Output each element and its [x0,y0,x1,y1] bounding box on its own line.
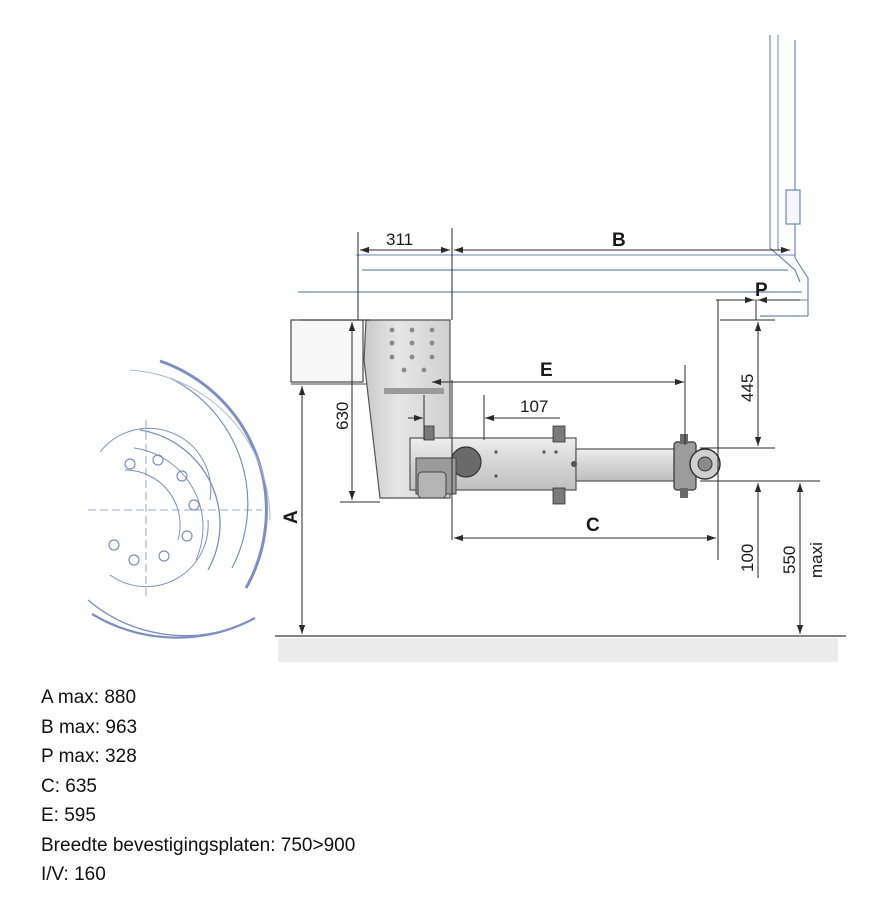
label-E: E [540,360,553,381]
spec-list: A max: 880 B max: 963 P max: 328 C: 635 … [41,683,355,890]
spec-iv: I/V: 160 [41,864,106,885]
spec-e: E: 595 [41,805,96,826]
dimension-labels: 311 B P E 107 630 A C 445 100 550 maxi [281,230,826,578]
label-445: 445 [738,374,757,402]
technical-drawing: 311 B P E 107 630 A C 445 100 550 maxi [87,35,846,662]
dimension-lines [298,228,820,634]
spec-b-max: B max: 963 [41,716,138,738]
bumper-bar [673,434,721,498]
label-B: B [612,230,626,251]
label-311: 311 [386,230,413,249]
label-550: 550 [780,546,799,574]
spec-c: C: 635 [41,775,97,797]
label-maxi: maxi [807,542,826,578]
plate-bolt-holes [389,327,435,373]
spec-plate-width: Breedte bevestigingsplaten: 750>900 [41,834,356,856]
underrun-arm [409,425,681,505]
wheel [87,359,271,639]
spec-a-max: A max: 880 [41,687,137,708]
label-630: 630 [333,402,352,430]
spec-p-max: P max: 328 [41,746,137,767]
ground [275,635,846,662]
label-100: 100 [738,544,757,572]
label-A: A [281,510,302,524]
label-C: C [586,515,600,536]
label-P: P [755,280,768,301]
label-107: 107 [520,397,548,416]
